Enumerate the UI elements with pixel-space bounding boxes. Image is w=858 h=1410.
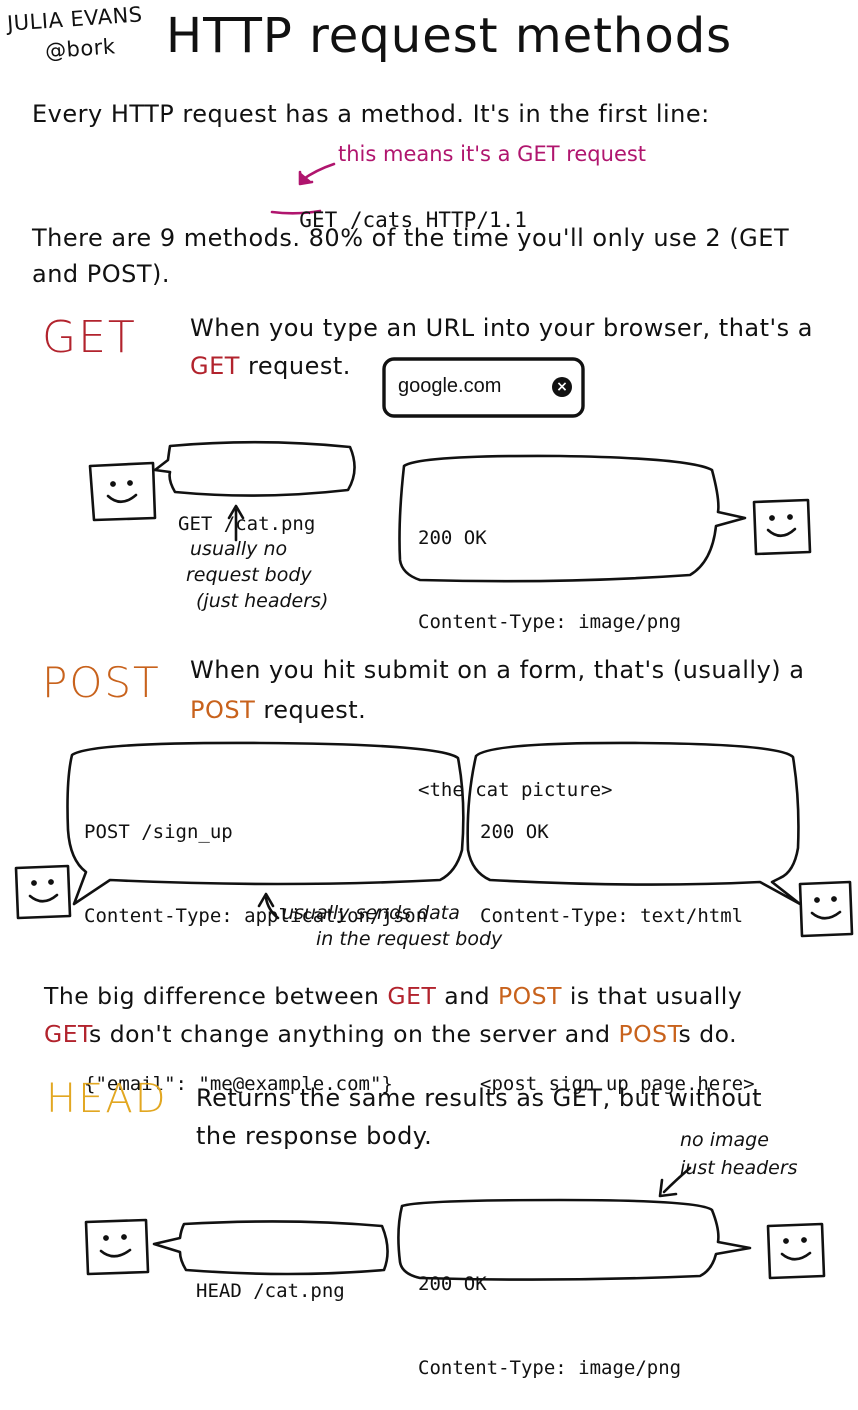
- intro-line-2: There are 9 methods. 80% of the time you…: [32, 224, 790, 252]
- post-note-line-1: usually sends data: [282, 902, 460, 924]
- get-note-line-3: (just headers): [196, 590, 329, 612]
- head-request-text: HEAD /cat.png: [196, 1236, 345, 1324]
- server-face-icon: [752, 498, 812, 556]
- url-bar-frame: [382, 357, 585, 418]
- head-request-bubble: [152, 1220, 389, 1276]
- client-face-icon-2: [14, 864, 72, 920]
- post-request-line-2: Content-Type: application/json: [84, 905, 428, 927]
- get-description-rest: request.: [239, 352, 351, 380]
- get-response-line-4: <the cat picture>: [418, 779, 613, 801]
- intro-line-3: and POST).: [32, 260, 171, 288]
- difference-text-2: and: [436, 982, 498, 1010]
- server-face-icon-2: [798, 880, 854, 938]
- difference-line-1: The big difference between GET and POST …: [44, 982, 742, 1010]
- post-request-line-1: POST /sign_up: [84, 821, 233, 843]
- get-note-line-1: usually no: [190, 538, 288, 560]
- head-description-1: Returns the same results as GET, but wit…: [196, 1084, 763, 1112]
- request-line-example: GET /cats HTTP/1.1: [274, 184, 527, 232]
- get-request-line: GET /cat.png: [178, 513, 316, 535]
- post-description-2: POST request.: [190, 696, 366, 724]
- get-response-line-1: 200 OK: [418, 527, 487, 549]
- client-face-icon-3: [84, 1218, 150, 1276]
- post-keyword: POST: [190, 696, 256, 724]
- get-annotation: this means it's a GET request: [338, 142, 647, 166]
- get-heading: GET: [42, 312, 137, 363]
- difference-text-3: is that usually: [561, 982, 743, 1010]
- head-note-line-2: just headers: [680, 1157, 798, 1179]
- post-response-text: 200 OK Content-Type: text/html <post sig…: [480, 762, 755, 1126]
- head-response-line-2: Content-Type: image/png: [418, 1357, 682, 1379]
- head-response-text: 200 OK Content-Type: image/png: [418, 1214, 681, 1410]
- get-keyword: GET: [190, 352, 240, 380]
- head-response-bubble: [397, 1198, 752, 1281]
- post-request-bubble: [66, 741, 465, 906]
- post-response-line-4: <post sign up page here>: [480, 1073, 755, 1095]
- get-description-2: GET request.: [190, 352, 351, 380]
- get-request-text: GET /cat.png: [178, 454, 315, 566]
- get-underline: [270, 209, 322, 215]
- difference-get-2: GET: [44, 1020, 90, 1048]
- difference-text-4: s don't change anything on the server an…: [89, 1020, 619, 1048]
- difference-text-5: s do.: [678, 1020, 738, 1048]
- doodle-layer: [14, 162, 854, 1281]
- request-method: GET: [299, 208, 338, 232]
- post-request-line-4: {"email": "me@example.com"}: [84, 1073, 393, 1095]
- difference-post-2: POST: [618, 1020, 679, 1048]
- post-description-rest: request.: [255, 696, 367, 724]
- difference-post: POST: [497, 982, 562, 1010]
- post-request-text: POST /sign_up Content-Type: application/…: [84, 762, 427, 1126]
- get-response-text: 200 OK Content-Type: image/png <the cat …: [418, 468, 681, 832]
- annotation-arrow-icon: [300, 162, 336, 182]
- post-response-bubble: [466, 741, 802, 906]
- get-description-1: When you type an URL into your browser, …: [190, 314, 813, 342]
- get-response-line-2: Content-Type: image/png: [418, 611, 682, 633]
- url-bar[interactable]: google.com ×: [398, 372, 574, 404]
- get-note: usually no request body (just headers): [186, 536, 328, 614]
- get-request-bubble: [153, 440, 356, 497]
- request-path: /cats HTTP/1.1: [337, 208, 527, 232]
- get-note-line-2: request body: [186, 564, 312, 586]
- server-face-icon-3: [766, 1222, 826, 1280]
- head-note-arrow-icon: [662, 1166, 692, 1194]
- post-heading: POST: [42, 658, 161, 707]
- post-note: usually sends data in the request body: [282, 900, 502, 952]
- author-block: JULIA EVANS @bork: [6, 0, 146, 69]
- difference-get: GET: [387, 982, 437, 1010]
- head-note-line-1: no image: [680, 1129, 769, 1151]
- post-note-arrow-icon: [264, 896, 280, 920]
- head-heading: HEAD: [46, 1076, 168, 1122]
- difference-text-1: The big difference between: [44, 982, 388, 1010]
- difference-line-2: GETs don't change anything on the server…: [44, 1020, 737, 1048]
- head-note: no image just headers: [680, 1126, 798, 1182]
- head-description-2: the response body.: [196, 1122, 433, 1150]
- url-bar-value[interactable]: google.com: [398, 375, 502, 397]
- get-response-bubble: [398, 454, 747, 583]
- post-note-line-2: in the request body: [316, 928, 503, 950]
- clear-circle-x-icon[interactable]: ×: [552, 377, 572, 397]
- post-response-line-2: Content-Type: text/html: [480, 905, 744, 927]
- post-response-line-1: 200 OK: [480, 821, 549, 843]
- post-description-1: When you hit submit on a form, that's (u…: [190, 656, 805, 684]
- page-title: HTTP request methods: [166, 8, 733, 64]
- client-face-icon: [88, 461, 157, 522]
- head-request-line: HEAD /cat.png: [196, 1280, 345, 1302]
- head-response-line-1: 200 OK: [418, 1273, 487, 1295]
- intro-line-1: Every HTTP request has a method. It's in…: [32, 100, 710, 128]
- get-response-line-3: [418, 692, 681, 720]
